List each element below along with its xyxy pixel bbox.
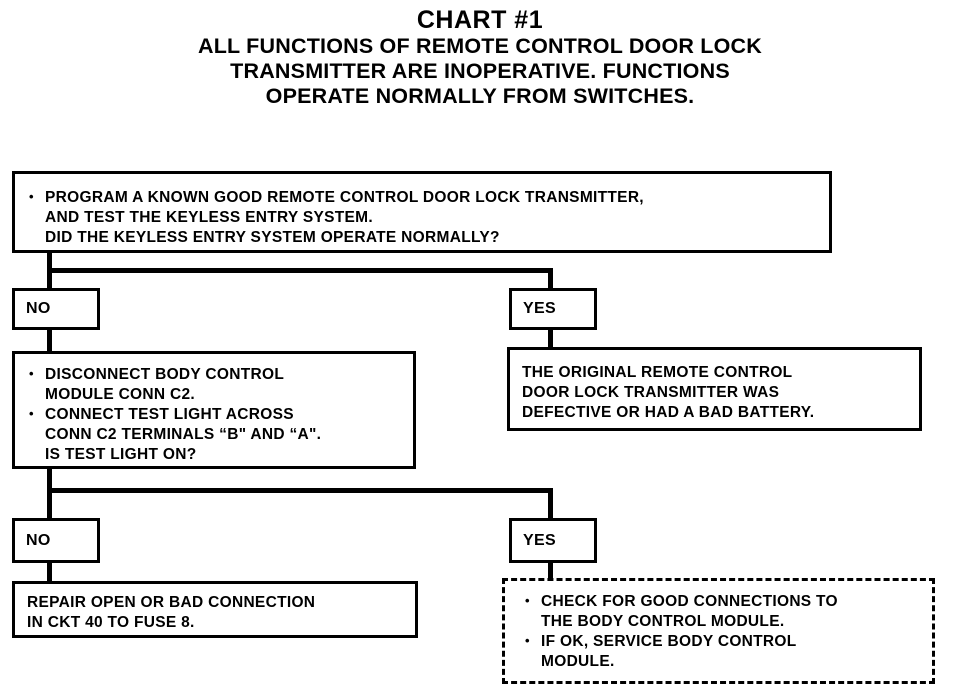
connector-branch2-no-stem: [47, 488, 52, 518]
branch-label-no-2[interactable]: NO: [12, 518, 100, 563]
page-title: CHART #1: [416, 6, 544, 34]
connector-step2-stem: [47, 466, 52, 492]
node-result-text: THE ORIGINAL REMOTE CONTROL DOOR LOCK TR…: [522, 364, 815, 421]
connector-no2-to-repair: [47, 563, 52, 583]
connector-yes1-to-result: [548, 327, 553, 347]
connector-step1-stem: [47, 250, 52, 272]
connector-no1-to-step2: [47, 327, 52, 351]
connector-branch1-horizontal: [47, 268, 553, 273]
list-item: CONNECT TEST LIGHT ACROSS CONN C2 TERMIN…: [27, 404, 405, 465]
connector-branch2-horizontal: [47, 488, 553, 493]
node-step1-list: PROGRAM A KNOWN GOOD REMOTE CONTROL DOOR…: [15, 174, 829, 248]
branch-label-text: NO: [26, 531, 51, 549]
branch-label-text: YES: [523, 531, 556, 549]
list-item: CHECK FOR GOOD CONNECTIONS TO THE BODY C…: [523, 591, 924, 632]
branch-label-yes-1[interactable]: YES: [509, 288, 597, 330]
node-result-list: CHECK FOR GOOD CONNECTIONS TO THE BODY C…: [505, 581, 932, 672]
list-item: DISCONNECT BODY CONTROL MODULE CONN C2.: [27, 364, 405, 405]
connector-branch2-yes-stem: [548, 488, 553, 518]
connector-yes2-to-check: [548, 563, 553, 581]
node-result-original-transmitter-defective[interactable]: THE ORIGINAL REMOTE CONTROL DOOR LOCK TR…: [507, 347, 922, 431]
node-result-text: REPAIR OPEN OR BAD CONNECTION IN CKT 40 …: [27, 594, 316, 631]
chart-title-block: CHART #1 ALL FUNCTIONS OF REMOTE CONTROL…: [0, 6, 960, 109]
node-step2-disconnect-bcm[interactable]: DISCONNECT BODY CONTROL MODULE CONN C2. …: [12, 351, 416, 469]
list-item: PROGRAM A KNOWN GOOD REMOTE CONTROL DOOR…: [27, 187, 819, 248]
branch-label-yes-2[interactable]: YES: [509, 518, 597, 563]
node-result-repair-open-connection[interactable]: REPAIR OPEN OR BAD CONNECTION IN CKT 40 …: [12, 581, 418, 638]
branch-label-no-1[interactable]: NO: [12, 288, 100, 330]
node-result-check-bcm-connections[interactable]: CHECK FOR GOOD CONNECTIONS TO THE BODY C…: [502, 578, 935, 684]
list-item: IF OK, SERVICE BODY CONTROL MODULE.: [523, 631, 924, 672]
branch-label-text: YES: [523, 300, 556, 317]
node-step1-program-transmitter[interactable]: PROGRAM A KNOWN GOOD REMOTE CONTROL DOOR…: [12, 171, 832, 253]
page-subtitle: ALL FUNCTIONS OF REMOTE CONTROL DOOR LOC…: [198, 34, 762, 108]
connector-branch1-yes-stem: [548, 268, 553, 290]
connector-branch1-no-stem: [47, 268, 52, 290]
node-step2-list: DISCONNECT BODY CONTROL MODULE CONN C2. …: [15, 354, 413, 465]
branch-label-text: NO: [26, 300, 51, 317]
